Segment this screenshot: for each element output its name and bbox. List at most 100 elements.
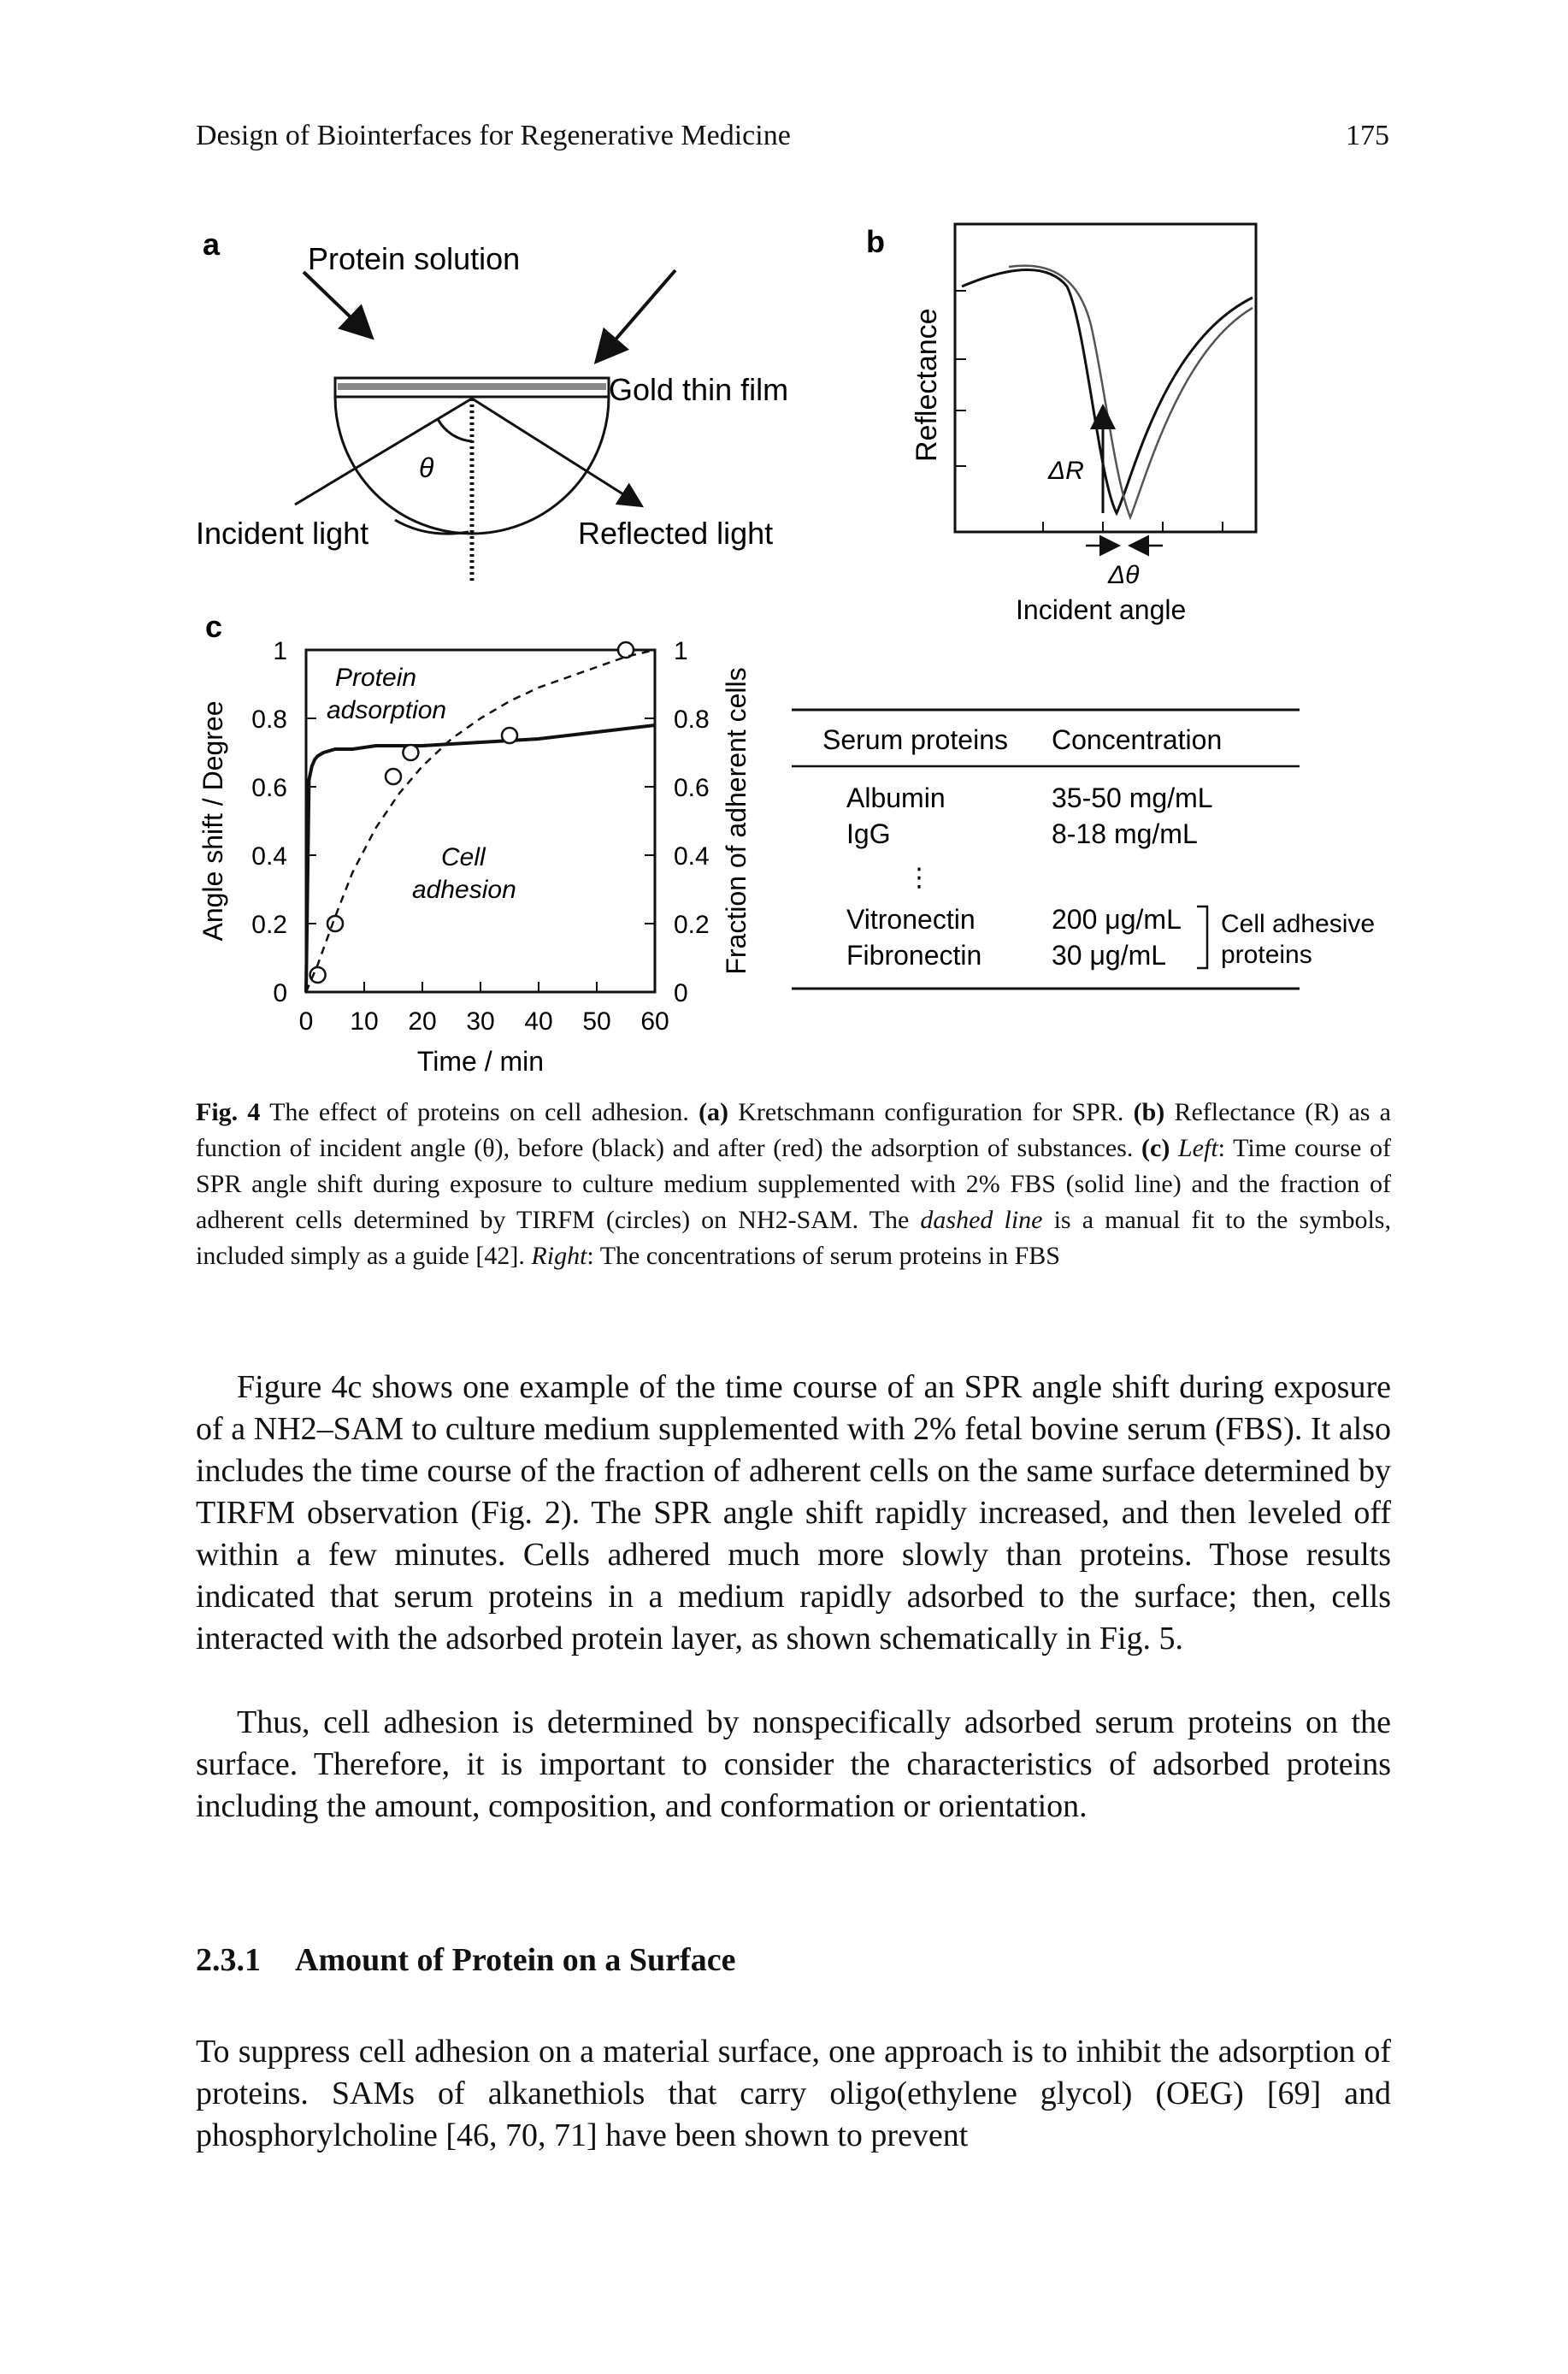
solution-arrow-right (593, 269, 677, 365)
caption-text: is a manual fit to the symbols, included… (196, 1206, 1391, 1270)
panel-b: b Reflectance ΔR Δθ Incident angle (866, 222, 1258, 625)
caption-text: The effect of proteins on cell adhesion. (260, 1098, 699, 1126)
serum-protein-table: Serum proteins Concentration Albumin 35-… (792, 708, 1375, 990)
running-title: Design of Biointerfaces for Regenerative… (196, 120, 791, 151)
x-tick-label: 20 (408, 1007, 436, 1036)
panel-a-label: a (203, 227, 221, 262)
y-tick-label: 1 (273, 637, 287, 665)
table-cell-conc: 35-50 mg/mL (1052, 782, 1213, 813)
incident-pointer (394, 518, 469, 535)
section-heading: 2.3.1 Amount of Protein on a Surface (196, 1941, 769, 1979)
bracket-label-1: Cell adhesive (1221, 910, 1375, 938)
delta-r-label: ΔR (1047, 457, 1084, 485)
caption-text: : Time course of SPR angle shift during … (196, 1134, 1392, 1234)
paragraph-2: Thus, cell adhesion is determined by non… (196, 1702, 1391, 1828)
series-angle-shift (304, 723, 656, 993)
table-cell-conc: 200 μg/mL (1052, 904, 1182, 935)
paragraph-text: Figure 4c shows one example of the time … (196, 1369, 1391, 1656)
y2-tick-label: 0.8 (674, 706, 710, 734)
y-tick-label: 0.2 (251, 911, 287, 939)
figure-caption: Fig. 4 The effect of proteins on cell ad… (196, 1095, 1391, 1274)
x-tick-label: 40 (524, 1007, 552, 1036)
data-point-circle (616, 641, 635, 659)
caption-dashed: dashed line (920, 1206, 1043, 1234)
x-tick-label: 0 (299, 1007, 314, 1036)
data-point-circle (384, 767, 403, 786)
caption-text: Kretschmann configuration for SPR. (728, 1098, 1134, 1126)
x-tick-label: 30 (466, 1007, 494, 1036)
x-tick-label: 10 (350, 1007, 378, 1036)
y-axis-label: Angle shift / Degree (197, 700, 228, 941)
delta-theta-label: Δθ (1107, 561, 1140, 589)
caption-label: Fig. 4 (196, 1098, 261, 1126)
y2-axis-label: Fraction of adherent cells (721, 667, 752, 974)
incident-ray (294, 397, 473, 506)
protein-adsorption-label-2: adsorption (327, 696, 446, 724)
y2-tick-label: 0.2 (674, 911, 710, 939)
table-bracket (1197, 905, 1209, 970)
table-header-proteins: Serum proteins (822, 724, 1008, 755)
paragraph-3: To suppress cell adhesion on a material … (196, 2031, 1391, 2157)
panel-b-label: b (866, 224, 885, 259)
solution-arrow-left (302, 270, 374, 340)
gold-film-pattern (338, 383, 606, 390)
series-dashed-fit (304, 648, 656, 993)
panel-c-label: c (205, 609, 222, 644)
cell-adhesion-label-1: Cell (441, 843, 486, 871)
y2-tick-label: 0.4 (674, 842, 710, 871)
x-tick-label: 60 (640, 1007, 669, 1036)
reflected-light-label: Reflected light (578, 516, 773, 551)
y-tick-label: 0 (273, 979, 287, 1007)
theta-label: θ (419, 452, 434, 483)
paragraph-text: To suppress cell adhesion on a material … (196, 2034, 1391, 2153)
caption-tag-c: (c) (1141, 1134, 1170, 1162)
incident-light-label: Incident light (196, 516, 368, 551)
curve-before (961, 269, 1253, 517)
gold-film-label: Gold thin film (609, 372, 788, 407)
y-tick-label: 0.8 (251, 706, 287, 734)
protein-adsorption-label-1: Protein (335, 664, 416, 692)
caption-tag-b: (b) (1133, 1098, 1165, 1126)
figure-4: a Protein solution Gold thin film θ Inci… (196, 222, 1375, 1077)
paragraph-1: Figure 4c shows one example of the time … (196, 1367, 1391, 1660)
table-ellipsis: ⋮ (906, 864, 932, 892)
y-tick-label: 0.4 (251, 842, 287, 871)
curve-after (1008, 264, 1253, 521)
section-title: Amount of Protein on a Surface (295, 1942, 736, 1978)
y2-tick-label: 1 (674, 637, 688, 665)
paragraph-text: Thus, cell adhesion is determined by non… (196, 1704, 1391, 1824)
table-cell-protein: IgG (846, 818, 891, 849)
x-tick-label: 50 (582, 1007, 610, 1036)
y2-tick-label: 0 (674, 979, 688, 1007)
caption-left: Left (1177, 1134, 1218, 1162)
table-header-concentration: Concentration (1052, 724, 1222, 755)
caption-text: : The concentrations of serum proteins i… (587, 1242, 1060, 1270)
reflectance-ylabel: Reflectance (911, 308, 943, 462)
panel-b-frame (953, 222, 1258, 534)
reflected-ray (471, 397, 645, 508)
panel-a: a Protein solution Gold thin film θ Inci… (196, 227, 788, 583)
x-axis-label: Time / min (417, 1046, 544, 1077)
y2-tick-label: 0.6 (674, 774, 710, 802)
caption-text: Reflectance (R) as a function of inciden… (196, 1098, 1391, 1162)
data-point-circle (326, 914, 345, 933)
caption-right: Right (531, 1242, 587, 1270)
protein-solution-label: Protein solution (308, 241, 520, 276)
theta-arc (436, 418, 473, 443)
incident-angle-label: Incident angle (1016, 594, 1186, 625)
y-tick-label: 0.6 (251, 774, 287, 802)
prism (333, 396, 610, 535)
caption-tag-a: (a) (699, 1098, 729, 1126)
bracket-label-2: proteins (1221, 941, 1312, 969)
data-point-circle (402, 743, 420, 762)
table-cell-protein: Vitronectin (846, 904, 976, 935)
section-number: 2.3.1 (196, 1942, 261, 1978)
table-cell-protein: Fibronectin (846, 940, 981, 971)
page-number: 175 (1346, 120, 1389, 151)
cell-adhesion-label-2: adhesion (412, 876, 516, 904)
table-cell-conc: 8-18 mg/mL (1052, 818, 1198, 849)
table-cell-conc: 30 μg/mL (1052, 940, 1166, 971)
table-cell-protein: Albumin (846, 782, 946, 813)
